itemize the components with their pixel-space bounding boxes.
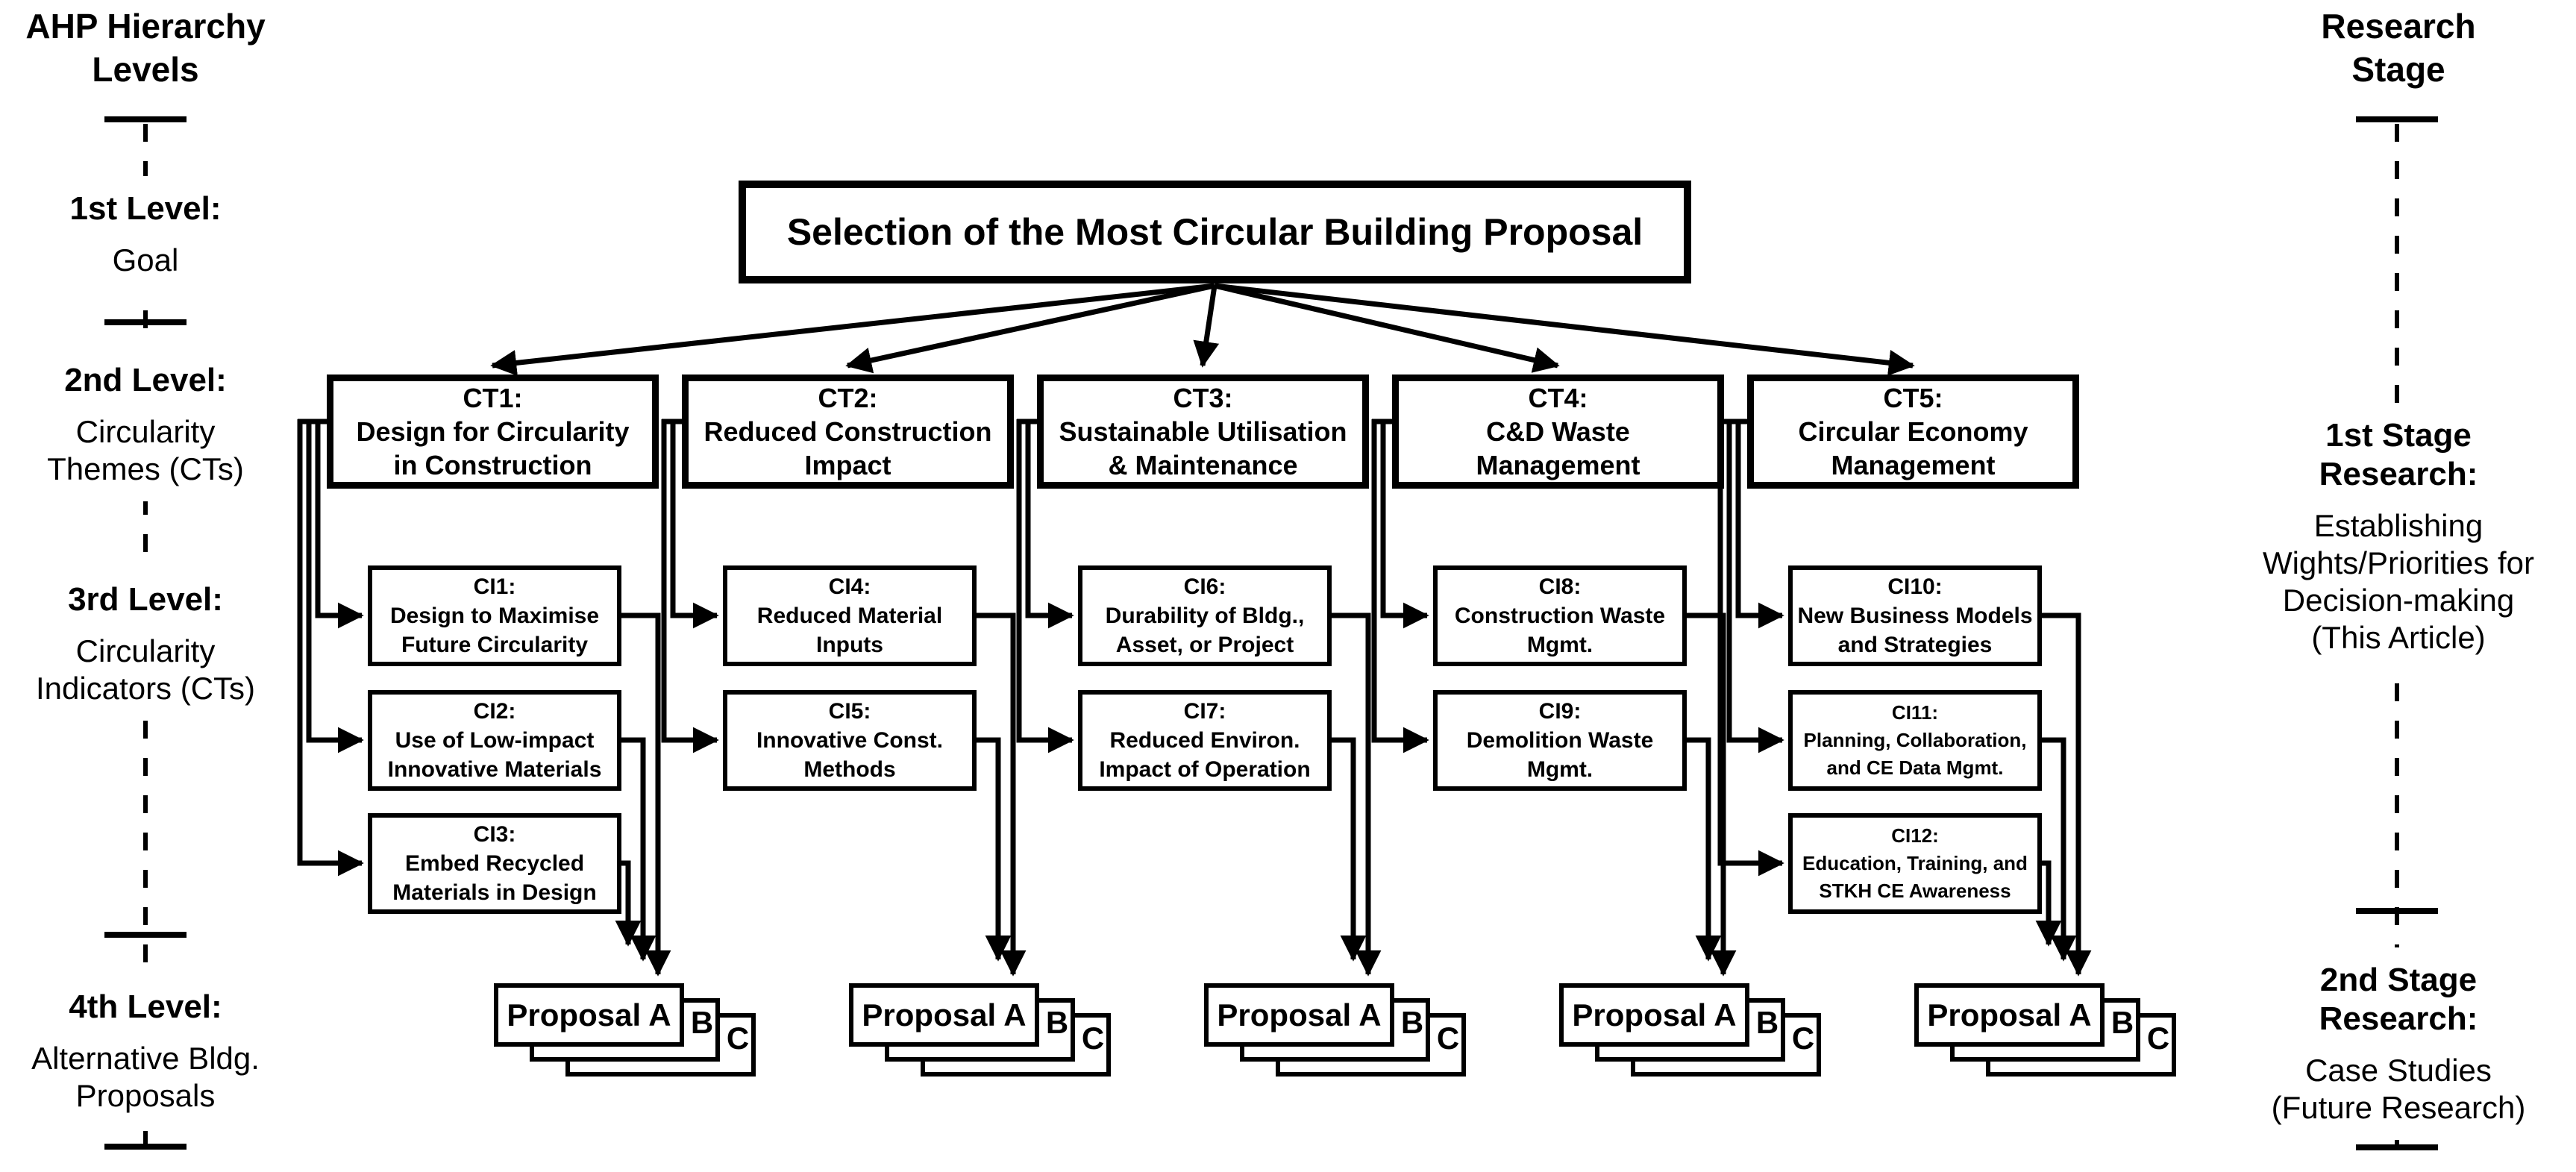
ci1-id: CI1: [473,574,516,599]
ct-to-ci-arrows [297,419,1784,877]
ct4-name: C&D Waste Management [1476,416,1640,480]
proposal-b-label: B [1400,1005,1424,1040]
level-1-desc: Goal [112,242,179,278]
proposal-b-label: B [1755,1005,1779,1040]
stage-2-label: 2nd Stage Research: [2319,962,2478,1037]
proposal-card-a: Proposal A [1204,983,1394,1047]
ci7-name: Reduced Environ. Impact of Operation [1099,728,1311,782]
stage-1-desc: Establishing Wights/Priorities for Decis… [2262,508,2535,655]
proposal-stack-ct5: Proposal A B C [1914,983,2177,1077]
ci3-name: Embed Recycled Materials in Design [392,851,597,905]
ct5-box: CT5: Circular Economy Management [1747,375,2079,489]
level-4-label: 4th Level: [69,988,222,1025]
ct1-id: CT1: [463,383,523,413]
ci2-id: CI2: [473,699,516,724]
ci2-name: Use of Low-impact Innovative Materials [387,728,602,782]
ci10-name: New Business Models and Strategies [1797,604,2033,657]
ci-to-proposal-arrows [615,612,2092,977]
ci4-box: CI4: Reduced Material Inputs [723,565,977,666]
right-axis-rail [2356,116,2438,1150]
stage-1-label: 1st Stage Research: [2319,417,2478,492]
ct3-name: Sustainable Utilisation & Maintenance [1059,416,1347,480]
level-1-label: 1st Level: [69,190,222,227]
ci9-box: CI9: Demolition Waste Mgmt. [1433,690,1687,791]
ct2-box: CT2: Reduced Construction Impact [682,375,1014,489]
ct1-box: CT1: Design for Circularity in Construct… [327,375,659,489]
ct5-name: Circular Economy Management [1798,416,2028,480]
ci5-id: CI5: [828,699,871,724]
ci5-name: Innovative Const. Methods [756,728,944,782]
ci3-id: CI3: [473,822,516,847]
level-3-desc: Circularity Indicators (CTs) [35,633,256,706]
ct1-name: Design for Circularity in Construction [356,416,630,480]
ci12-id: CI12: [1891,824,1939,847]
ct4-id: CT4: [1528,383,1588,413]
ct5-id: CT5: [1883,383,1943,413]
proposal-c-label: C [1436,1021,1460,1056]
ci9-id: CI9: [1538,699,1582,724]
proposal-card-a: Proposal A [1914,983,2105,1047]
proposal-c-label: C [726,1021,750,1056]
ci11-box: CI11: Planning, Collaboration, and CE Da… [1788,690,2042,791]
ci1-box: CI1: Design to Maximise Future Circulari… [368,565,621,666]
proposal-b-label: B [1045,1005,1069,1040]
ci8-name: Construction Waste Mgmt. [1454,604,1666,657]
ci3-box: CI3: Embed Recycled Materials in Design [368,813,621,914]
ct2-name: Reduced Construction Impact [703,416,992,480]
proposal-c-label: C [2146,1021,2170,1056]
proposal-card-a: Proposal A [849,983,1039,1047]
ci5-box: CI5: Innovative Const. Methods [723,690,977,791]
ci4-id: CI4: [828,574,871,599]
ct2-id: CT2: [818,383,878,413]
ct3-box: CT3: Sustainable Utilisation & Maintenan… [1037,375,1369,489]
ci2-box: CI2: Use of Low-impact Innovative Materi… [368,690,621,791]
level-4-desc: Alternative Bldg. Proposals [31,1041,260,1113]
level-3-block: 3rd Level: Circularity Indicators (CTs) [11,567,280,721]
ct3-id: CT3: [1173,383,1233,413]
goal-box: Selection of the Most Circular Building … [739,181,1691,283]
ci6-box: CI6: Durability of Bldg., Asset, or Proj… [1078,565,1332,666]
ct4-box: CT4: C&D Waste Management [1392,375,1724,489]
proposal-card-a: Proposal A [1559,983,1749,1047]
ci10-id: CI10: [1887,574,1943,599]
ci11-name: Planning, Collaboration, and CE Data Mgm… [1803,729,2027,779]
level-1-block: 1st Level: Goal [11,176,280,292]
goal-to-ct-arrows [490,283,1915,376]
proposal-stack-ct3: Proposal A B C [1204,983,1467,1077]
ci7-id: CI7: [1183,699,1226,724]
stage-1-block: 1st Stage Research: Establishing Wights/… [2223,403,2574,670]
proposal-stack-ct1: Proposal A B C [494,983,756,1077]
goal-title: Selection of the Most Circular Building … [786,211,1643,253]
level-4-block: 4th Level: Alternative Bldg. Proposals [11,974,280,1128]
ci8-id: CI8: [1538,574,1582,599]
ci1-name: Design to Maximise Future Circularity [389,604,600,657]
proposal-c-label: C [1081,1021,1105,1056]
stage-2-desc: Case Studies (Future Research) [2271,1053,2526,1125]
proposal-b-label: B [2110,1005,2134,1040]
stage-2-block: 2nd Stage Research: Case Studies (Future… [2223,947,2574,1140]
level-2-block: 2nd Level: Circularity Themes (CTs) [11,348,280,501]
proposal-card-a: Proposal A [494,983,684,1047]
ci11-id: CI11: [1891,701,1939,724]
left-axis-title: AHP Hierarchy Levels [11,4,280,91]
ci6-name: Durability of Bldg., Asset, or Project [1105,604,1305,657]
ci9-name: Demolition Waste Mgmt. [1466,728,1654,782]
ci7-box: CI7: Reduced Environ. Impact of Operatio… [1078,690,1332,791]
ci6-id: CI6: [1183,574,1226,599]
level-2-desc: Circularity Themes (CTs) [47,414,244,486]
level-2-label: 2nd Level: [64,362,227,398]
proposal-stack-ct2: Proposal A B C [849,983,1112,1077]
ci8-box: CI8: Construction Waste Mgmt. [1433,565,1687,666]
ci4-name: Reduced Material Inputs [756,604,943,657]
proposal-stack-ct4: Proposal A B C [1559,983,1822,1077]
proposal-c-label: C [1791,1021,1815,1056]
ci10-box: CI10: New Business Models and Strategies [1788,565,2042,666]
right-axis-title: Research Stage [2264,4,2533,91]
proposal-b-label: B [690,1005,714,1040]
level-3-label: 3rd Level: [68,581,223,618]
ci12-box: CI12: Education, Training, and STKH CE A… [1788,813,2042,914]
ci12-name: Education, Training, and STKH CE Awarene… [1802,852,2028,902]
